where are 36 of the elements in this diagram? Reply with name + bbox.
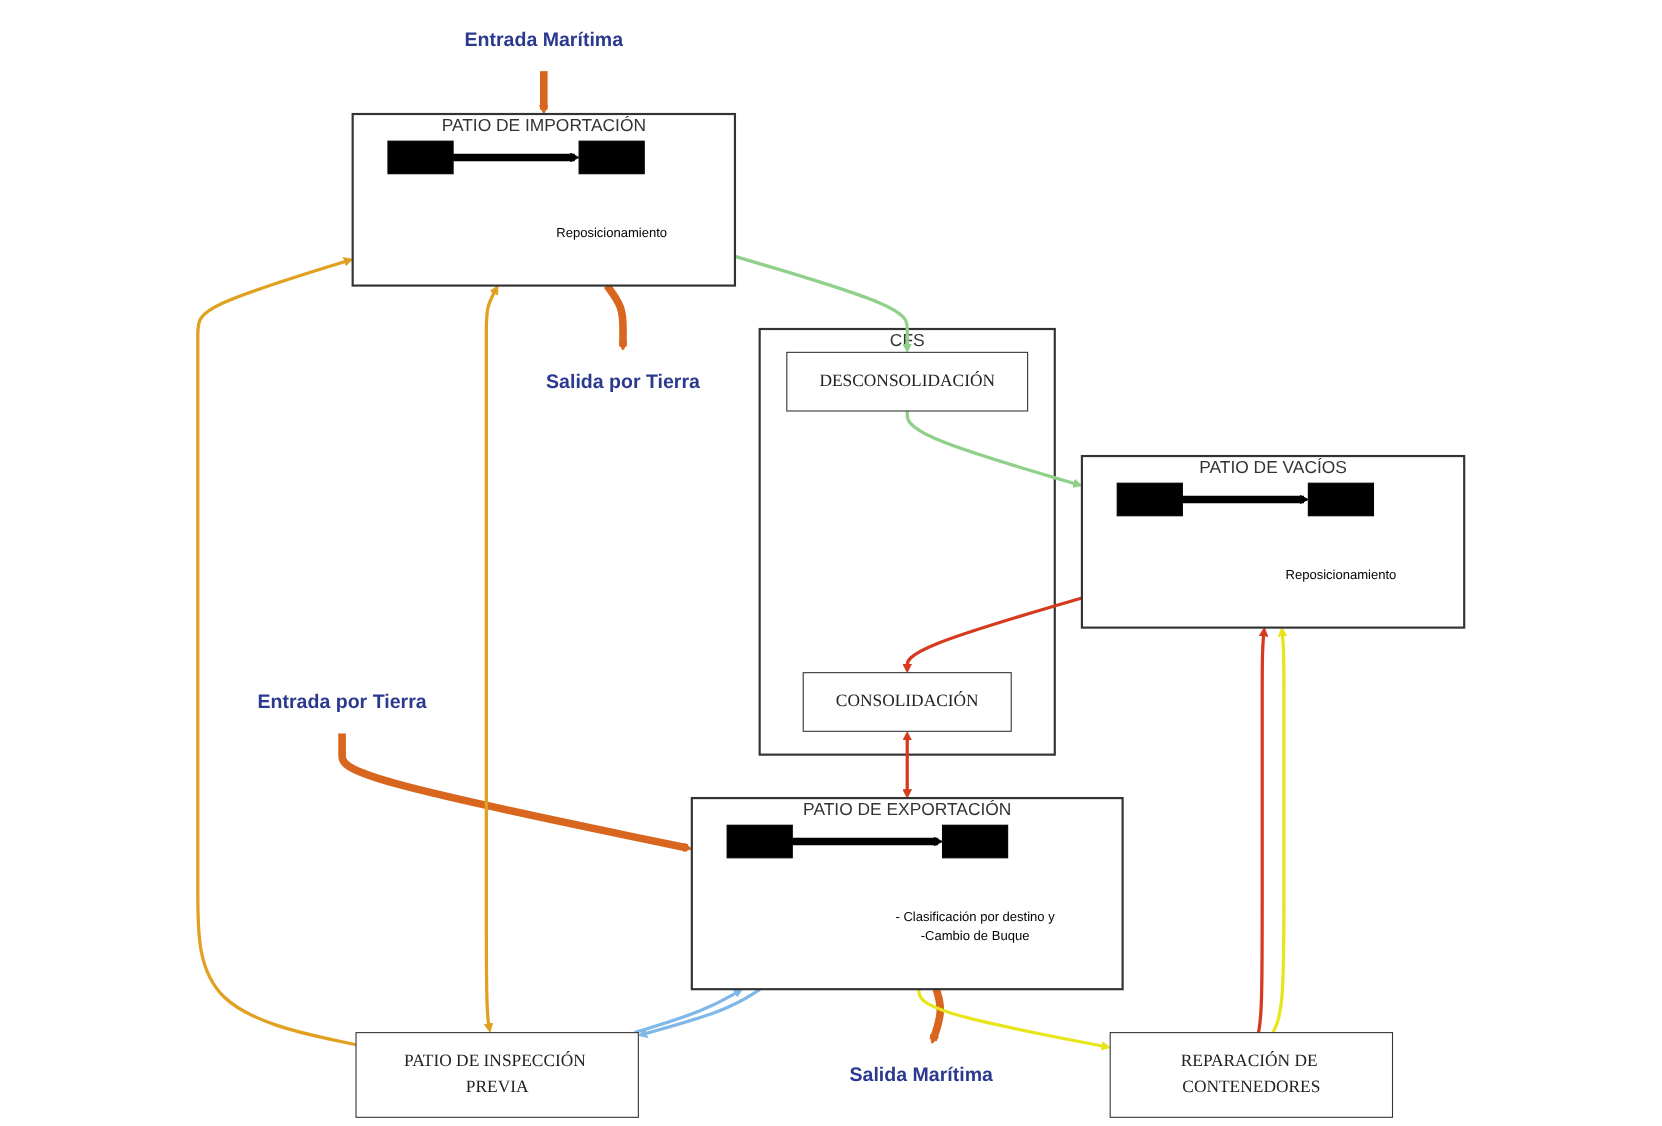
- cluster: [758, 327, 1056, 756]
- cluster: [690, 797, 1124, 991]
- node-text: Entrada por Tierra: [257, 690, 427, 713]
- arrow: [196, 257, 357, 1047]
- node-box: [387, 140, 454, 175]
- arrow: [603, 283, 628, 352]
- arrow: [453, 152, 580, 163]
- arrow: [338, 732, 693, 852]
- node-box: [1307, 482, 1375, 517]
- arrow: [905, 411, 1083, 488]
- node-text: Salida por Tierra: [546, 370, 700, 392]
- node-box: [355, 1032, 639, 1118]
- node-box: [786, 351, 1029, 412]
- arrow: [539, 70, 549, 115]
- arrow: [917, 989, 1111, 1051]
- node-text: Salida Marítima: [849, 1063, 993, 1086]
- node-box: [1116, 482, 1183, 517]
- node-box: [1109, 1032, 1394, 1118]
- arrow: [483, 285, 499, 1033]
- node-box: [726, 824, 793, 859]
- node-box: [941, 824, 1009, 859]
- cluster: [1080, 454, 1466, 629]
- arrow: [1182, 494, 1309, 505]
- arrow: [1256, 627, 1269, 1033]
- node-text: Entrada Marítima: [464, 28, 624, 50]
- node-box: [578, 140, 645, 175]
- arrow: [1271, 627, 1288, 1034]
- arrow: [734, 254, 912, 353]
- arrow: [902, 731, 912, 799]
- arrow: [929, 988, 945, 1045]
- arrow: [634, 988, 743, 1035]
- arrow: [792, 836, 943, 847]
- cluster: [351, 112, 737, 287]
- arrow: [637, 987, 761, 1038]
- arrow: [902, 596, 1083, 674]
- node-box: [802, 672, 1012, 732]
